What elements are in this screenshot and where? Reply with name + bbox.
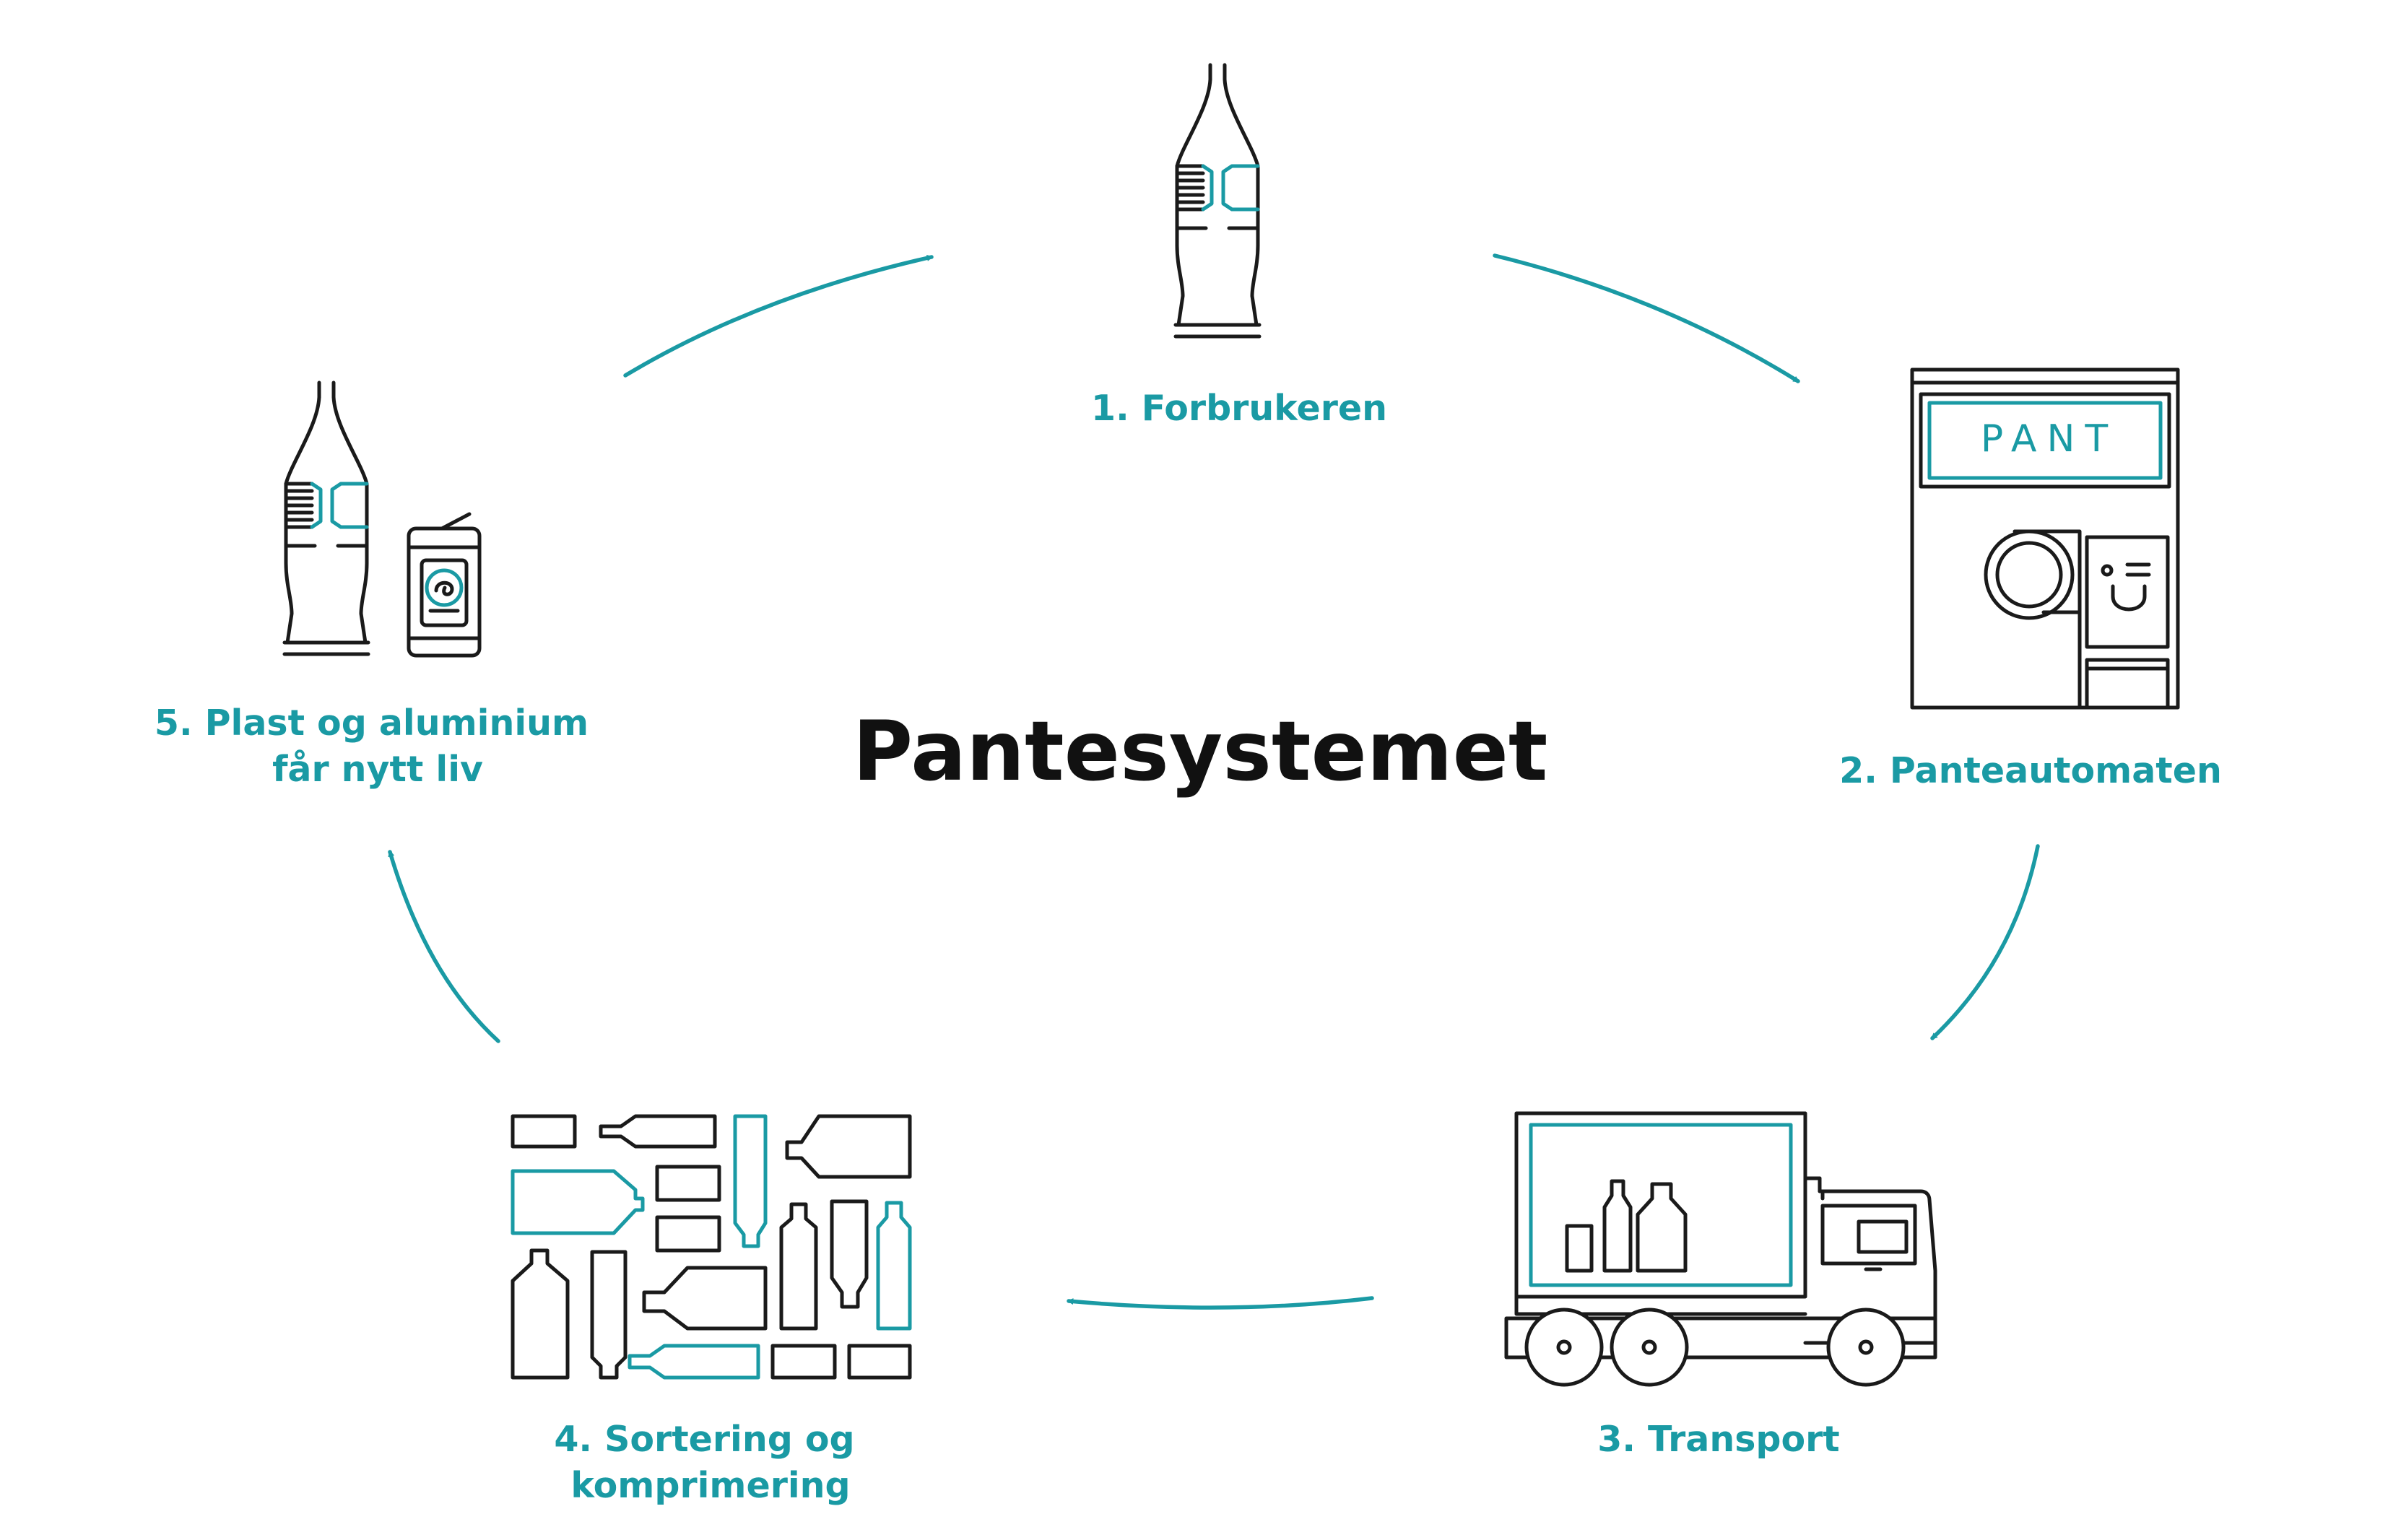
step-2-label: 2. Panteautomaten <box>1839 750 2222 791</box>
step-3-label: 3. Transport <box>1597 1419 1839 1460</box>
step-1-label: 1. Forbrukeren <box>1091 388 1387 429</box>
truck-icon <box>1504 1111 1937 1387</box>
bottle-icon <box>1176 65 1259 336</box>
arrow-3-to-4 <box>1067 1296 1374 1310</box>
arrow-1-to-2 <box>1493 253 1800 383</box>
bottle-and-can-icon <box>285 383 482 658</box>
step-5-label: 5. Plast og aluminium får nytt liv <box>155 702 601 790</box>
reverse-vending-machine-icon: PANT <box>1910 367 2180 710</box>
machine-pant-label: PANT <box>1981 417 2118 461</box>
arrow-4-to-5 <box>388 850 500 1043</box>
compressed-packaging-icon <box>511 1114 912 1380</box>
arrow-2-to-3 <box>1930 844 2040 1040</box>
arrow-5-to-1 <box>623 254 934 378</box>
step-4-label: 4. Sortering og komprimering <box>554 1419 867 1506</box>
diagram-title: Pantesystemet <box>853 703 1548 799</box>
